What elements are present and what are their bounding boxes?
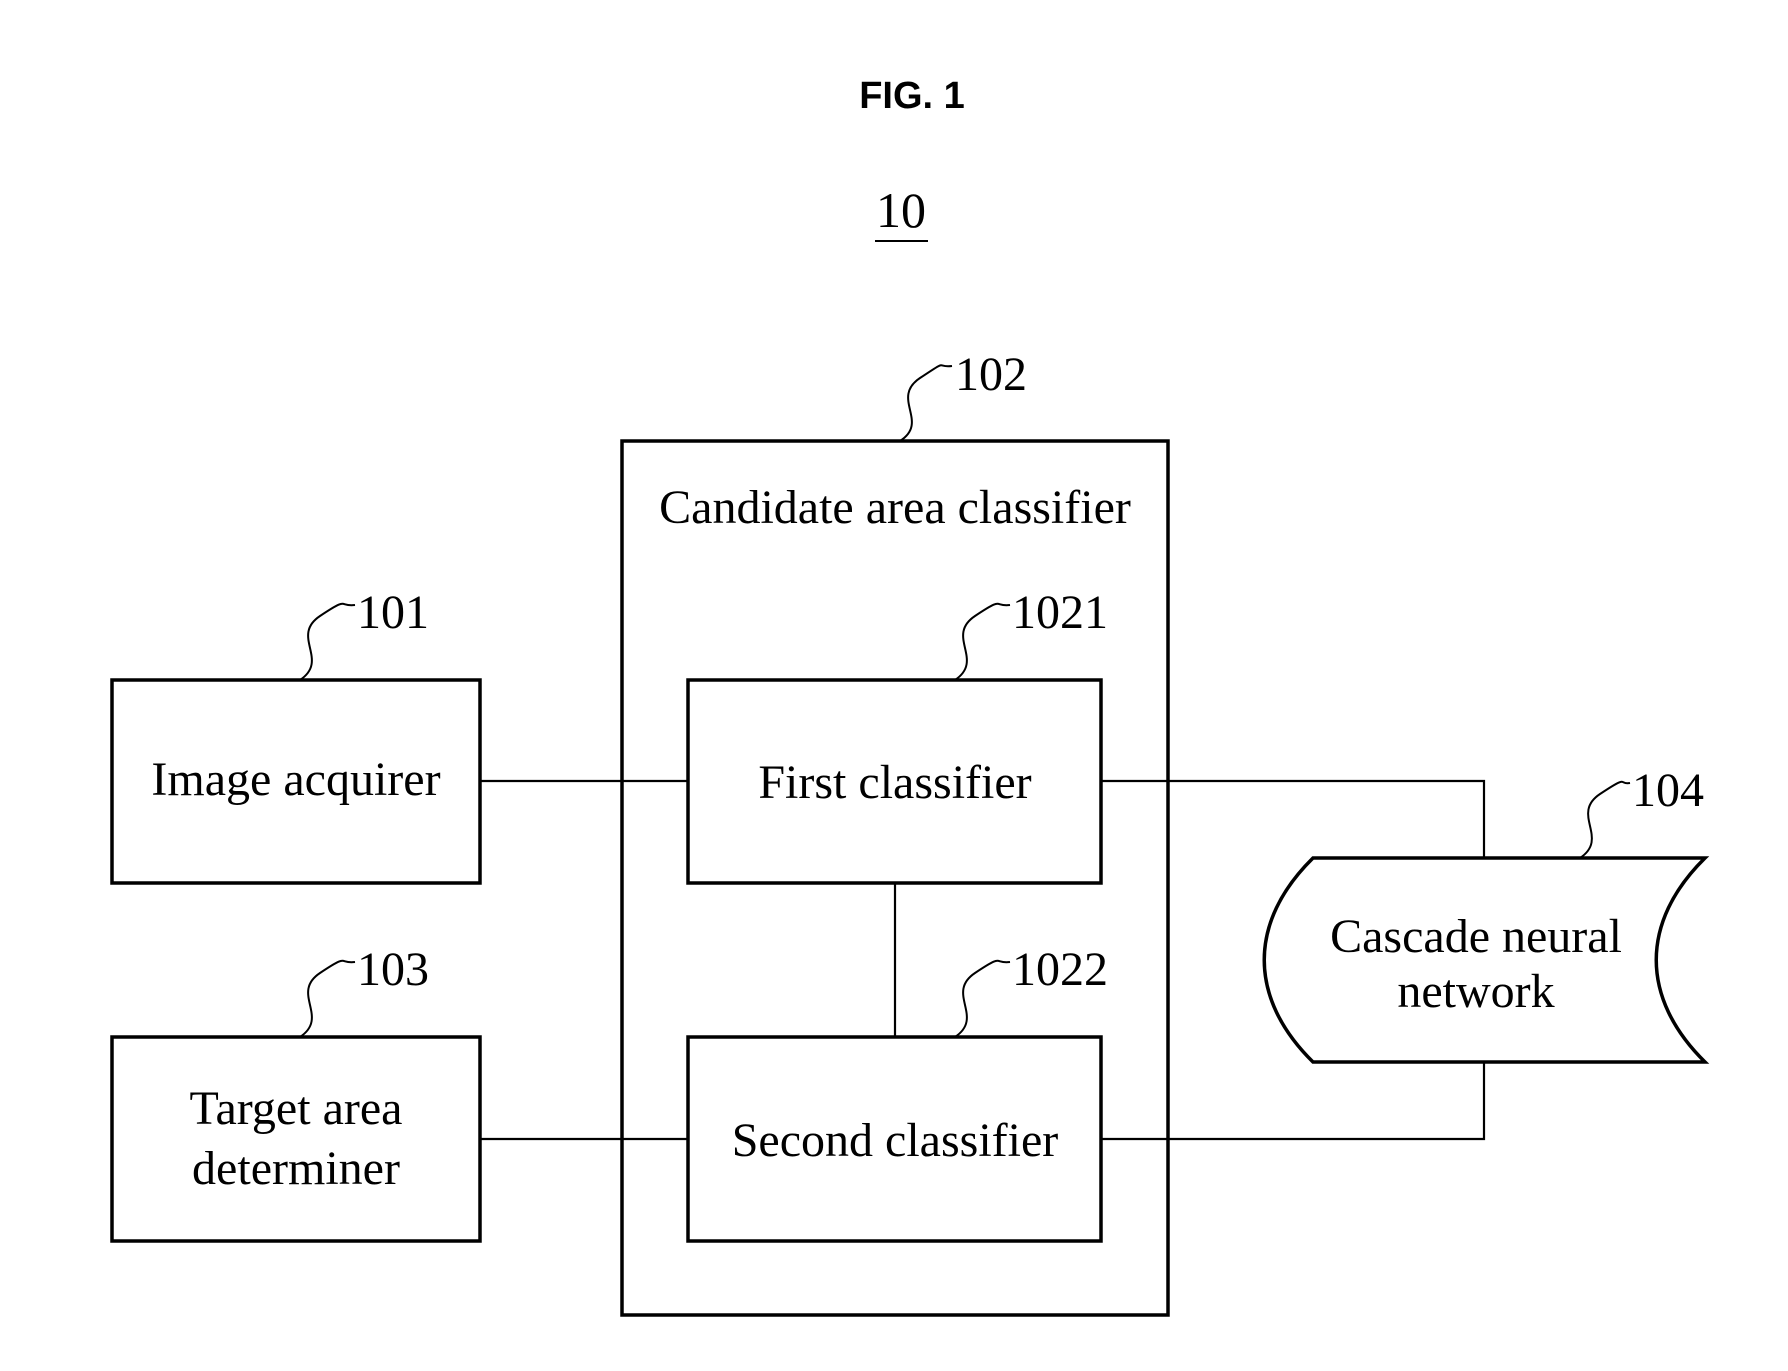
wire-first-classifier-to-network xyxy=(1100,781,1484,858)
second-classifier-label: Second classifier xyxy=(732,1114,1059,1167)
cascade-neural-network-leader xyxy=(1580,782,1630,858)
cascade-neural-network-label-line2: network xyxy=(1397,965,1554,1018)
figure-title: FIG. 1 xyxy=(859,75,965,117)
cascade-neural-network-label-line1: Cascade neural xyxy=(1330,910,1622,963)
image-acquirer-ref: 101 xyxy=(357,586,429,639)
first-classifier-label: First classifier xyxy=(758,756,1031,809)
first-classifier-leader xyxy=(955,604,1010,680)
system-reference-number: 10 xyxy=(876,182,926,238)
target-area-determiner-label-line2: determiner xyxy=(192,1142,400,1195)
second-classifier-ref: 1022 xyxy=(1012,943,1108,996)
candidate-area-classifier-label: Candidate area classifier xyxy=(659,481,1131,534)
target-area-determiner-label-line1: Target area xyxy=(190,1082,403,1135)
candidate-area-classifier-ref: 102 xyxy=(955,348,1027,401)
cascade-neural-network-ref: 104 xyxy=(1632,764,1704,817)
wire-second-classifier-to-network xyxy=(1100,1062,1484,1139)
image-acquirer-label: Image acquirer xyxy=(151,753,440,806)
target-area-determiner-ref: 103 xyxy=(357,943,429,996)
target-area-determiner-leader xyxy=(300,961,355,1037)
target-area-determiner-box xyxy=(112,1037,480,1241)
candidate-area-classifier-leader xyxy=(900,365,952,441)
second-classifier-leader xyxy=(955,961,1010,1037)
first-classifier-ref: 1021 xyxy=(1012,586,1108,639)
image-acquirer-leader xyxy=(300,604,355,680)
